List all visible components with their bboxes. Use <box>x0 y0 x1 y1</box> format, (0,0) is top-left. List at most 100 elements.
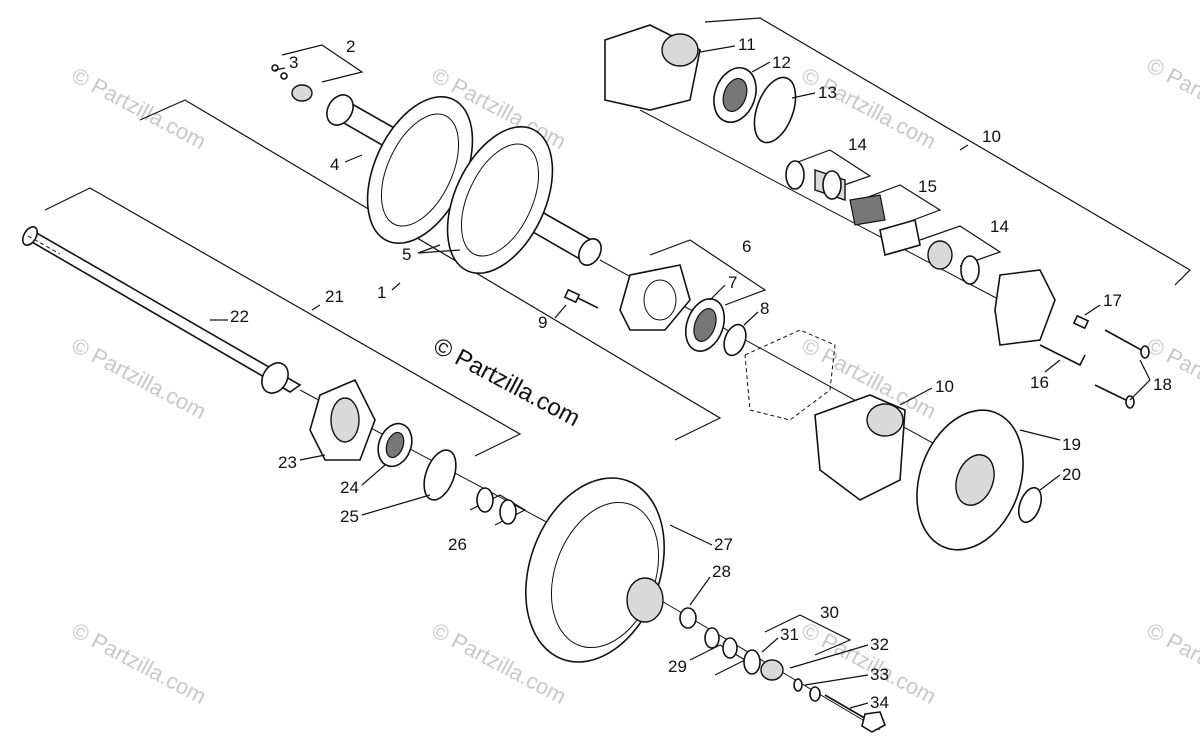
clip-part <box>679 607 697 629</box>
callout-label: 1 <box>377 283 386 302</box>
retaining-ring-part <box>1017 486 1043 524</box>
callout-14-upper: 14 <box>848 135 867 154</box>
callout-13: 13 <box>791 83 837 102</box>
callout-label: 26 <box>448 535 467 554</box>
watermark: © Partzilla.com <box>68 62 211 154</box>
callout-label: 15 <box>918 177 937 196</box>
caliper-bolt-part <box>1094 329 1150 409</box>
callout-label: 22 <box>230 307 249 326</box>
callout-label: 21 <box>325 287 344 306</box>
watermark: © Partzilla.com <box>68 617 211 709</box>
callout-label: 12 <box>772 53 791 72</box>
callout-5: 5 <box>402 244 461 264</box>
callout-label: 10 <box>982 127 1001 146</box>
callout-10-lower: 10 <box>899 377 954 406</box>
bearing-part <box>684 298 726 352</box>
washer-part <box>476 487 517 525</box>
callout-19: 19 <box>1019 429 1081 454</box>
lower-bearing-part <box>377 422 413 468</box>
watermark: © Partzilla.com <box>798 62 941 154</box>
callouts: 1 2 3 4 5 6 7 8 9 <box>210 35 1172 712</box>
callout-29: 29 <box>668 657 687 676</box>
callout-label: 3 <box>289 53 298 72</box>
snap-ring-part <box>723 323 747 357</box>
callout-28: 28 <box>689 562 731 606</box>
callout-label: 7 <box>728 273 737 292</box>
bolt-part <box>563 288 599 309</box>
spacer-part <box>704 627 738 659</box>
callout-8: 8 <box>743 299 769 326</box>
callout-label: 8 <box>760 299 769 318</box>
callout-label: 19 <box>1062 435 1081 454</box>
upper-bearing-part <box>713 67 757 123</box>
callout-label: 27 <box>714 535 733 554</box>
bushing-part <box>785 160 846 201</box>
callout-label: 33 <box>870 665 889 684</box>
callout-9: 9 <box>538 304 567 332</box>
callout-11: 11 <box>699 35 756 54</box>
callout-label: 13 <box>818 83 837 102</box>
callout-25: 25 <box>340 494 431 526</box>
callout-21: 21 <box>325 287 344 306</box>
callout-label: 29 <box>668 657 687 676</box>
lock-washer-part <box>793 678 821 702</box>
callout-label: 24 <box>340 478 359 497</box>
o-ring-part <box>753 76 797 144</box>
callout-23: 23 <box>278 453 326 472</box>
callout-label: 25 <box>340 507 359 526</box>
callout-label: 16 <box>1030 373 1049 392</box>
callout-34: 34 <box>849 693 889 712</box>
bearing-housing-part <box>309 378 376 461</box>
callout-label: 18 <box>1153 375 1172 394</box>
callout-label: 6 <box>742 237 751 256</box>
caliper-part <box>814 394 906 501</box>
watermark: © Partzilla.com <box>1143 52 1200 144</box>
callout-26: 26 <box>448 535 467 554</box>
callout-31: 31 <box>761 625 799 653</box>
callout-label: 31 <box>780 625 799 644</box>
callout-27: 27 <box>669 524 733 554</box>
brake-disc-part <box>916 409 1024 551</box>
callout-15: 15 <box>918 177 937 196</box>
callout-label: 9 <box>538 313 547 332</box>
callout-1: 1 <box>377 283 386 302</box>
copyright-wrap: © Partzilla.com <box>429 332 584 432</box>
callout-label: 14 <box>848 135 867 154</box>
callout-label: 32 <box>870 635 889 654</box>
callout-label: 17 <box>1103 291 1122 310</box>
callout-label: 2 <box>346 37 355 56</box>
callout-10-top: 10 <box>982 127 1001 146</box>
callout-4: 4 <box>330 154 363 174</box>
callout-3: 3 <box>274 53 298 72</box>
callout-33: 33 <box>804 665 889 686</box>
callout-17: 17 <box>1084 291 1122 316</box>
bearing-flange-part <box>619 264 691 331</box>
callout-label: 10 <box>935 377 954 396</box>
sprocket-part <box>366 95 554 275</box>
callout-label: 20 <box>1062 465 1081 484</box>
callout-12: 12 <box>751 53 791 73</box>
plug-part <box>271 64 313 102</box>
axle-shaft-part <box>21 226 302 394</box>
callout-20: 20 <box>1039 465 1081 491</box>
pulley-bolt-part <box>824 694 886 733</box>
bushing-lower-part <box>927 240 980 285</box>
callout-30: 30 <box>820 603 839 622</box>
callout-16: 16 <box>1030 359 1061 392</box>
gasket-outline <box>744 329 836 421</box>
callout-32: 32 <box>789 635 889 669</box>
callout-14-lower: 14 <box>990 217 1009 236</box>
callout-label: 28 <box>712 562 731 581</box>
pin-part <box>1039 344 1086 367</box>
callout-2: 2 <box>346 37 355 56</box>
callout-label: 23 <box>278 453 297 472</box>
callout-label: 30 <box>820 603 839 622</box>
watermark: © Partzilla.com <box>68 332 211 424</box>
callout-label: 14 <box>990 217 1009 236</box>
callout-label: 5 <box>402 245 411 264</box>
parts-layer <box>21 24 1150 733</box>
bleeder-screw-part <box>1072 314 1090 330</box>
callout-7: 7 <box>709 273 737 301</box>
brake-pad-part <box>849 194 921 257</box>
